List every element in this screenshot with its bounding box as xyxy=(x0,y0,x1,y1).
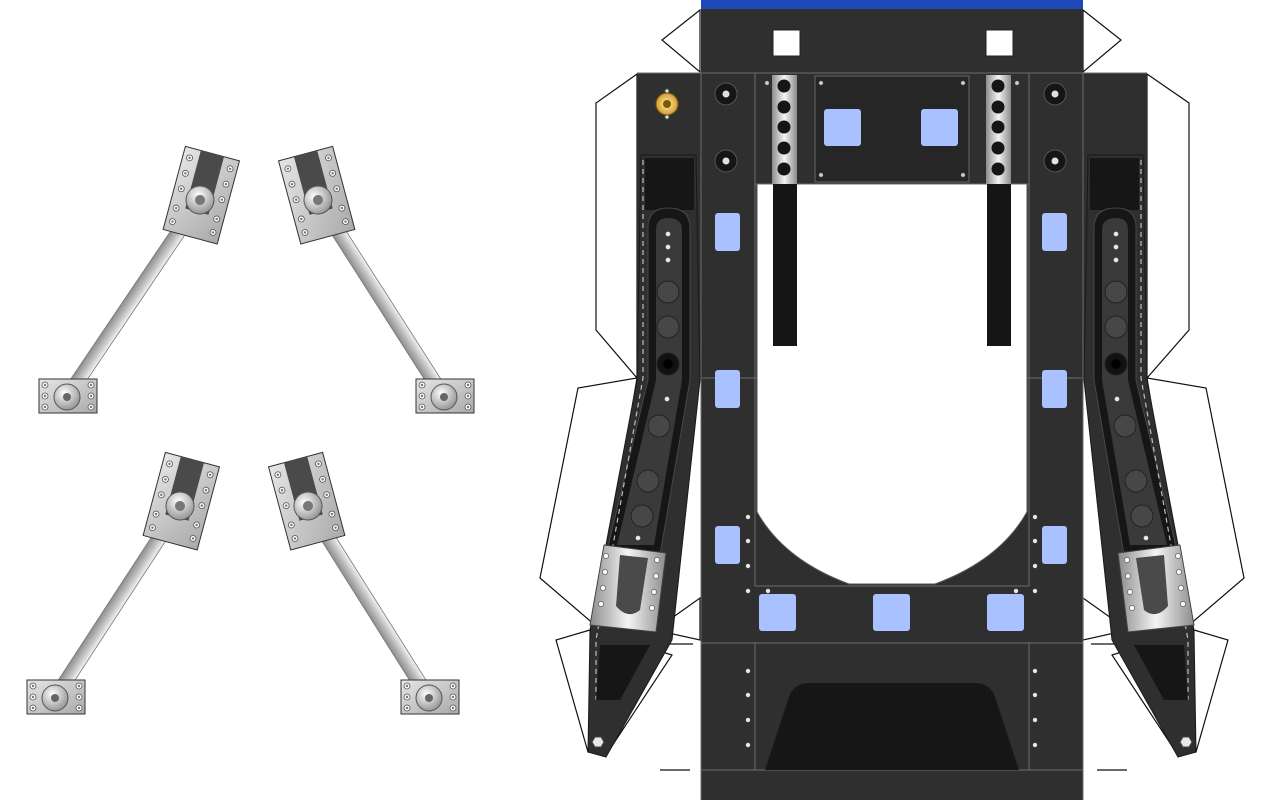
perforation-hole xyxy=(991,141,1005,155)
light-square xyxy=(715,370,740,408)
glue-tab-side-left xyxy=(595,72,638,380)
bolt-icon xyxy=(1043,82,1067,106)
screw-icon xyxy=(1032,588,1038,594)
perforation-hole xyxy=(991,162,1005,176)
light-square xyxy=(987,594,1024,631)
screw-icon xyxy=(745,514,751,520)
glue-tab-top-right xyxy=(1082,8,1122,74)
screw-icon xyxy=(745,717,751,723)
screw-icon xyxy=(745,742,751,748)
strut-1 xyxy=(38,145,241,414)
glue-tab-side-right xyxy=(1146,72,1190,380)
screw-icon xyxy=(1032,668,1038,674)
screw-icon xyxy=(745,563,751,569)
bolt-icon xyxy=(1043,149,1067,173)
perforation-hole xyxy=(777,100,791,114)
light-square xyxy=(1042,526,1067,564)
top-flap-square-left xyxy=(772,29,801,57)
perforation-hole xyxy=(991,79,1005,93)
screw-icon xyxy=(745,538,751,544)
glue-tab-top-left xyxy=(661,8,701,74)
light-square xyxy=(715,213,740,251)
perforation-hole xyxy=(777,141,791,155)
lower-trapezoid-panel xyxy=(765,683,1019,770)
screw-icon xyxy=(1014,80,1020,86)
arm-right xyxy=(1083,154,1197,758)
bolt-icon xyxy=(714,82,738,106)
screw-icon xyxy=(745,692,751,698)
screw-icon xyxy=(1013,588,1019,594)
strut-4 xyxy=(267,451,460,715)
light-square-1 xyxy=(824,109,861,146)
bolt-icon xyxy=(714,149,738,173)
screw-icon xyxy=(1032,717,1038,723)
screw-icon xyxy=(1032,692,1038,698)
screw-icon xyxy=(1032,563,1038,569)
screw-icon xyxy=(818,172,824,178)
screw-icon xyxy=(960,172,966,178)
light-square xyxy=(873,594,910,631)
strut-2 xyxy=(277,145,475,414)
post-left xyxy=(773,184,797,346)
perforation-hole xyxy=(777,79,791,93)
top-accent-strip xyxy=(701,0,1083,9)
strut-3 xyxy=(26,451,221,715)
chassis-net xyxy=(539,0,1245,800)
perforation-hole xyxy=(777,162,791,176)
screw-icon xyxy=(1032,538,1038,544)
center-window-cutout xyxy=(756,183,1028,585)
screw-icon xyxy=(765,588,771,594)
top-flap xyxy=(701,9,1083,73)
arm-left xyxy=(587,154,701,758)
light-square xyxy=(1042,370,1067,408)
perforation-hole xyxy=(777,120,791,134)
screw-icon xyxy=(764,80,770,86)
screw-icon xyxy=(818,80,824,86)
screw-icon xyxy=(1032,742,1038,748)
post-right xyxy=(987,184,1011,346)
light-square xyxy=(715,526,740,564)
screw-icon xyxy=(745,668,751,674)
light-square-2 xyxy=(921,109,958,146)
light-square xyxy=(1042,213,1067,251)
screw-icon xyxy=(745,588,751,594)
light-square xyxy=(759,594,796,631)
screw-icon xyxy=(960,80,966,86)
top-flap-square-right xyxy=(985,29,1014,57)
screw-icon xyxy=(1032,514,1038,520)
perforation-hole xyxy=(991,100,1005,114)
perforation-hole xyxy=(991,120,1005,134)
gold-nut-icon xyxy=(655,88,679,120)
